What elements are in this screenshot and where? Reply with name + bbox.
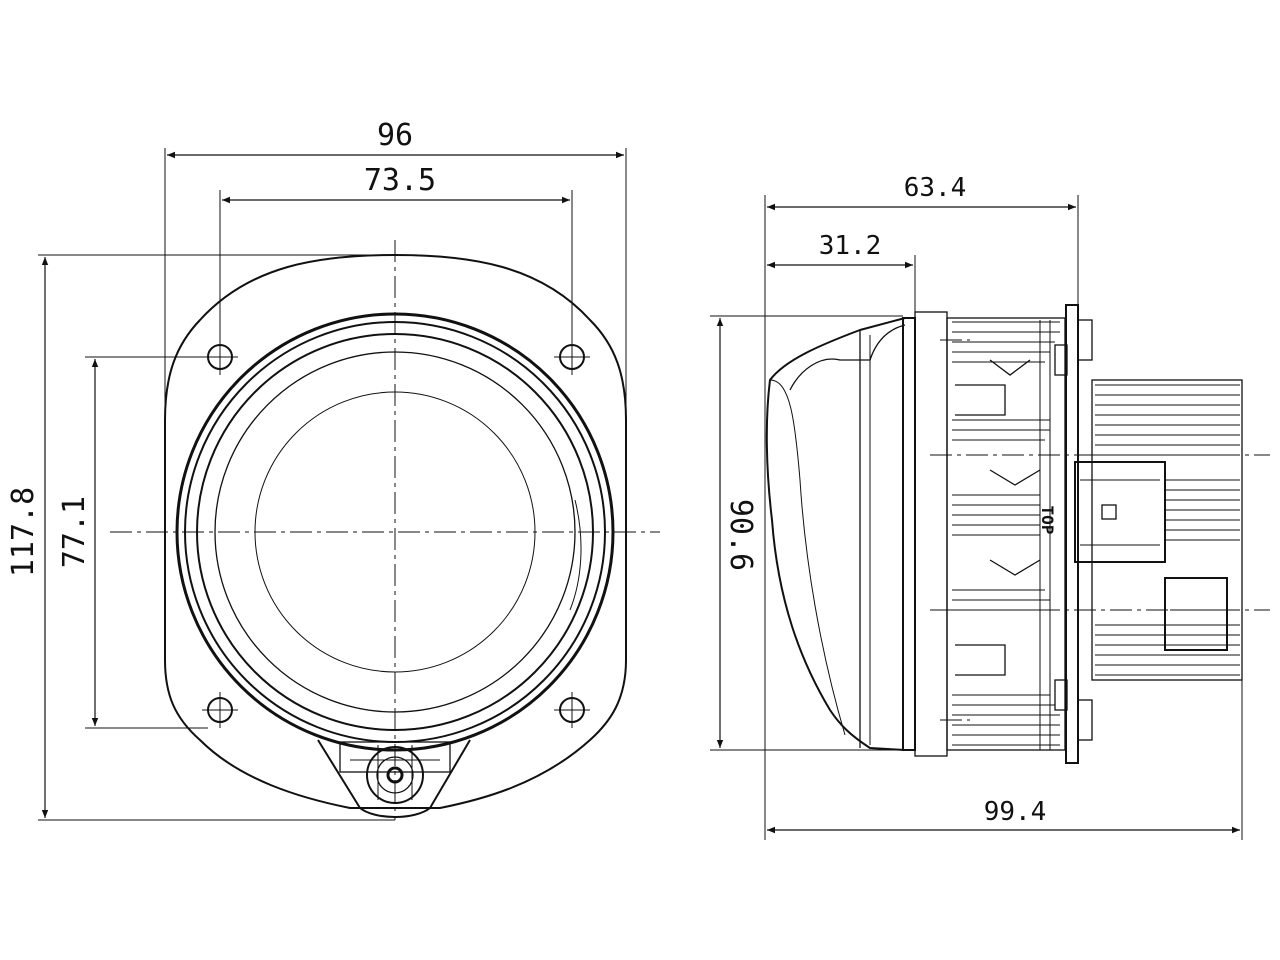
dim-text-77-1: 77.1	[57, 496, 92, 568]
front-view: 96 73.5 117.8 77.1	[6, 118, 660, 821]
heat-sink-fins	[952, 320, 1060, 750]
dim-text-31-2: 31.2	[819, 231, 882, 261]
mounting-flange-plate	[1065, 304, 1079, 764]
rear-fins	[1095, 384, 1240, 676]
dim-text-90-6: 90.6	[723, 499, 758, 571]
lens-dome	[765, 317, 906, 751]
mounting-hole-bottom-left	[202, 692, 238, 728]
dim-text-117-8: 117.8	[6, 487, 41, 577]
dim-text-73-5: 73.5	[364, 163, 436, 198]
dim-text-96: 96	[377, 118, 413, 153]
bezel-ring-side	[902, 317, 916, 751]
dim-text-99-4: 99.4	[984, 797, 1047, 827]
connector-block	[1074, 461, 1166, 563]
lens-highlight-arc	[569, 499, 582, 611]
dim-text-63-4: 63.4	[904, 173, 967, 203]
rear-housing	[1091, 379, 1243, 681]
connector-plug	[1164, 577, 1228, 651]
label-top: TOP	[1038, 506, 1057, 535]
mounting-hole-bottom-right	[554, 692, 590, 728]
side-view: TOP	[710, 173, 1270, 840]
